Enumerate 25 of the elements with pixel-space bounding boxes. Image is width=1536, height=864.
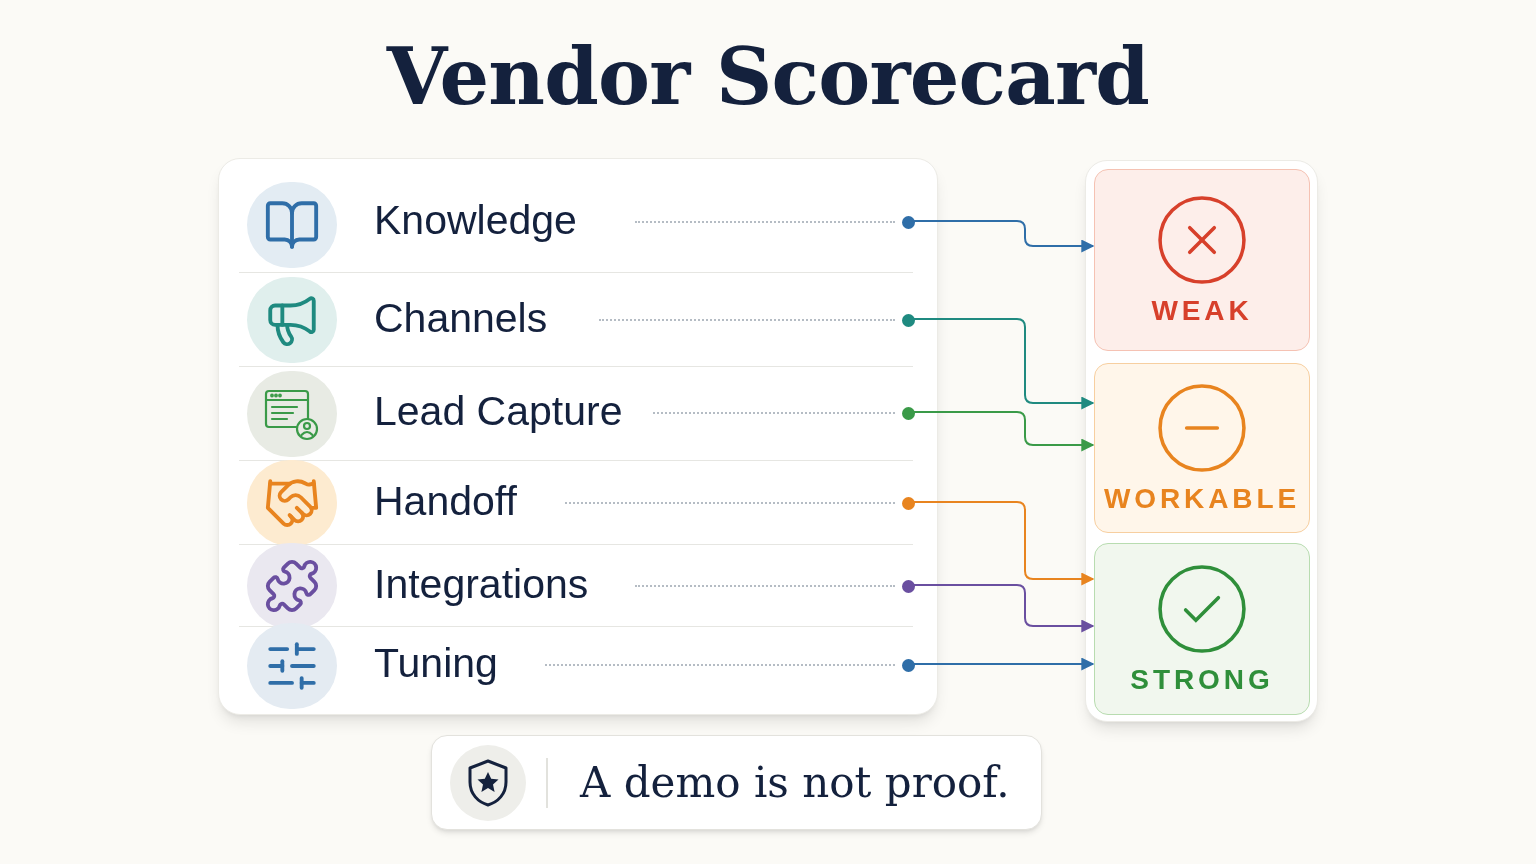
- category-row: [239, 461, 913, 545]
- card-panel: [1085, 160, 1318, 722]
- arrow: [911, 657, 1095, 671]
- row-label: Integrations: [374, 564, 589, 605]
- card-panel: [218, 158, 938, 715]
- category-row: [239, 545, 913, 627]
- row-label: Handoff: [374, 481, 517, 522]
- rating-label: STRONG: [1130, 666, 1274, 694]
- row-label: Knowledge: [374, 200, 577, 241]
- note-box: [431, 735, 1042, 830]
- rating-card: [1094, 363, 1310, 533]
- arrow: [911, 501, 1095, 586]
- rating-card: [1094, 169, 1310, 351]
- row-label: Tuning: [374, 643, 498, 684]
- arrow: [911, 584, 1095, 633]
- row-label: Channels: [374, 298, 548, 339]
- row-label: Lead Capture: [374, 391, 623, 432]
- note-text: A demo is not proof.: [580, 757, 1010, 809]
- arrow: [911, 318, 1095, 410]
- rating-label: WORKABLE: [1103, 485, 1301, 513]
- arrow: [911, 411, 1095, 452]
- rating-label: WEAK: [1151, 297, 1253, 325]
- arrow: [911, 220, 1095, 253]
- title: Vendor Scorecard: [385, 38, 1151, 116]
- rating-card: [1094, 543, 1310, 715]
